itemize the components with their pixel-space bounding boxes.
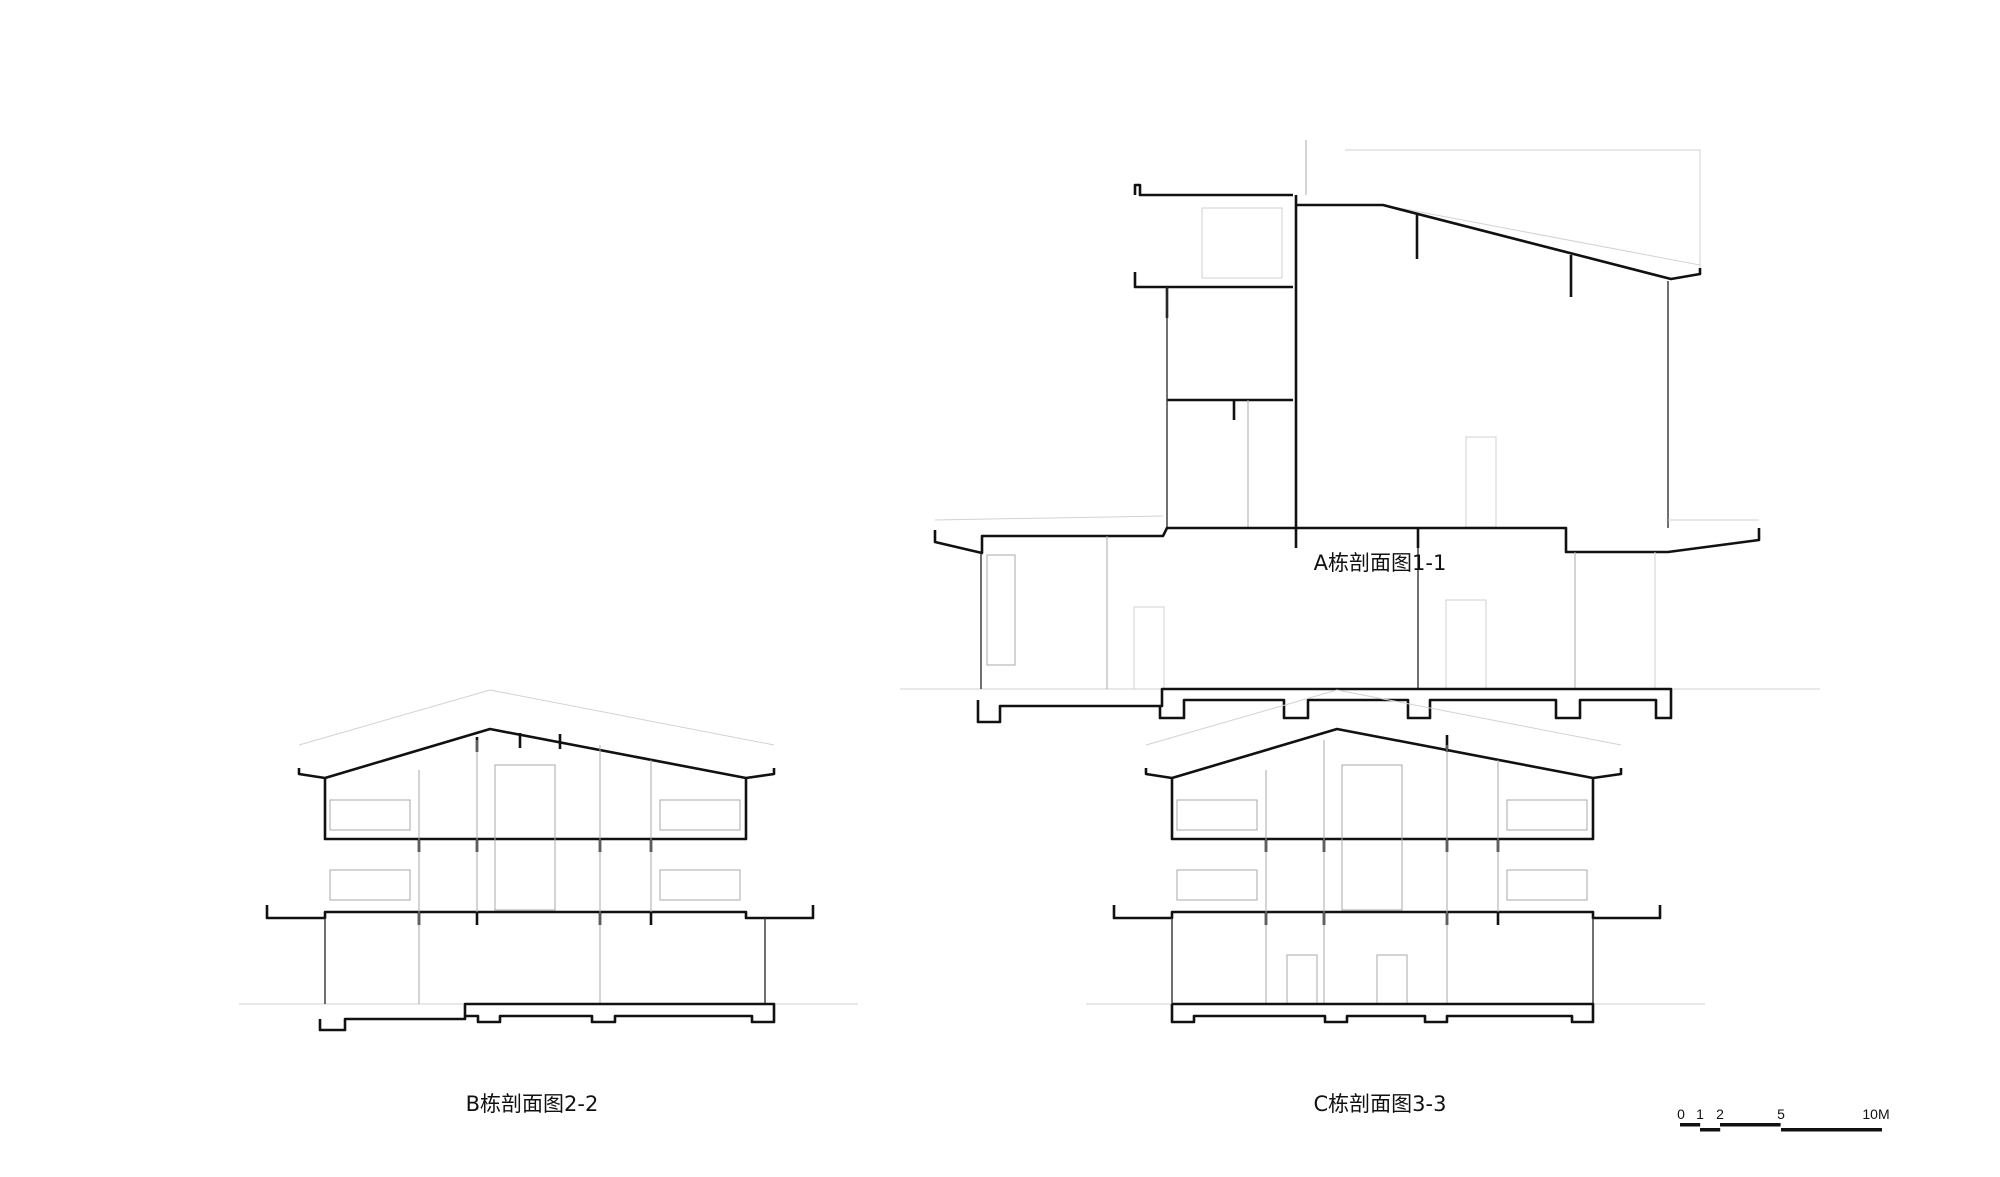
scale-bar-segment <box>1781 1128 1882 1132</box>
scale-label-2: 2 <box>1716 1106 1724 1122</box>
roof-profile-behind <box>1345 149 1701 270</box>
section-b-drawing <box>239 689 858 1032</box>
second-floor-slab <box>1112 905 1662 920</box>
scale-label-0: 0 <box>1677 1106 1685 1122</box>
section-a-drawing <box>900 140 1820 724</box>
foundation <box>1170 1002 1595 1024</box>
scale-label-5: 5 <box>1777 1106 1785 1122</box>
scale-bar-segment <box>1680 1123 1701 1127</box>
scale-bar-segment <box>1700 1128 1721 1132</box>
section-c-title: C栋剖面图3-3 <box>1313 1092 1447 1116</box>
roof <box>297 727 776 780</box>
second-floor-slab <box>933 526 1761 555</box>
foundation <box>318 1002 776 1032</box>
main-roof <box>1296 203 1702 281</box>
scale-label-10m: 10M <box>1862 1106 1890 1122</box>
scale-label-1: 1 <box>1696 1106 1704 1122</box>
roof <box>1144 727 1623 780</box>
foundation <box>976 687 1673 724</box>
scale-bar-segment <box>1720 1123 1781 1127</box>
third-floor-slab <box>1133 272 1293 289</box>
section-b-title: B栋剖面图2-2 <box>465 1092 599 1116</box>
section-c-drawing <box>1086 689 1705 1024</box>
second-floor-slab <box>265 905 815 920</box>
terrace-roof <box>1133 183 1293 197</box>
section-a-title: A栋剖面图1-1 <box>1313 551 1447 575</box>
scale-bar <box>1680 1123 1882 1132</box>
